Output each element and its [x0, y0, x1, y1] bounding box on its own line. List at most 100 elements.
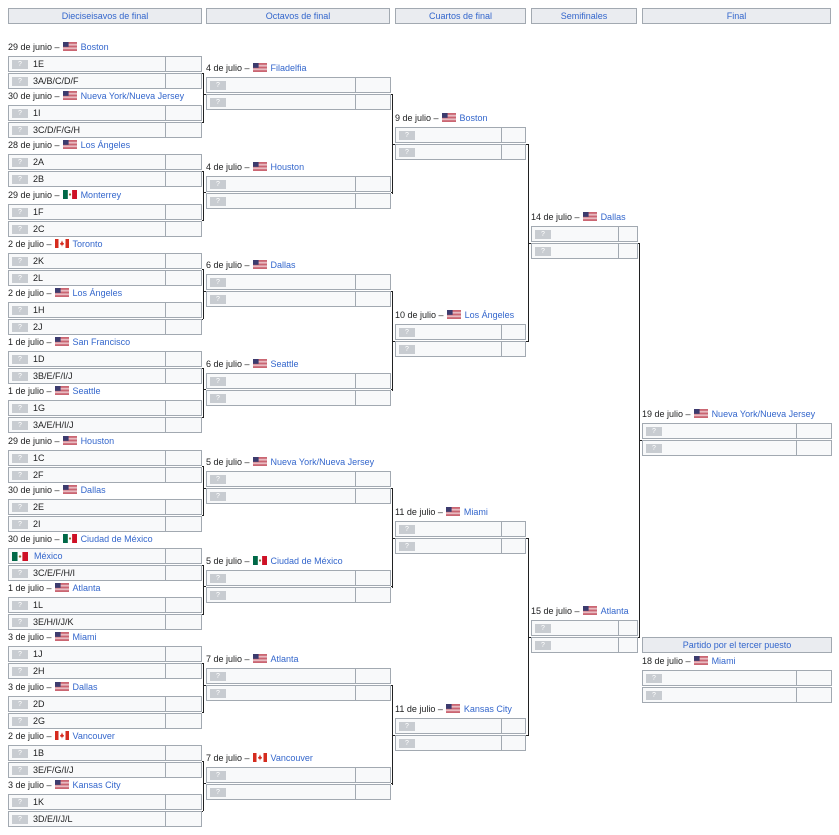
team-row[interactable]: ?3D/E/I/J/L — [8, 811, 202, 827]
team-row[interactable]: ? — [395, 324, 526, 340]
venue-link[interactable]: Ciudad de México — [80, 534, 153, 544]
venue-link[interactable]: Dallas — [600, 212, 626, 222]
venue-link[interactable]: Los Ángeles — [72, 288, 123, 298]
team-row[interactable]: ? — [642, 670, 832, 686]
team-row[interactable]: ? — [206, 192, 391, 209]
venue-link[interactable]: Nueva York/Nueva Jersey — [80, 91, 185, 102]
team-row[interactable]: ?3A/B/C/D/F — [8, 73, 202, 89]
team-link[interactable]: México — [34, 551, 63, 561]
team-row[interactable]: ?1H — [8, 302, 202, 318]
team-row[interactable]: ?3C/D/F/G/H — [8, 122, 202, 139]
venue-link[interactable]: Boston — [459, 113, 488, 123]
team-row[interactable]: ? — [206, 488, 391, 504]
team-row[interactable]: ? — [206, 175, 391, 192]
team-row[interactable]: ?1B — [8, 744, 202, 761]
team-row[interactable]: ? — [206, 685, 391, 701]
team-row[interactable]: ? — [395, 127, 526, 143]
team-row[interactable]: ?3E/H/I/J/K — [8, 614, 202, 631]
team-row[interactable]: ? — [531, 243, 638, 259]
venue-link[interactable]: Seattle — [72, 386, 101, 397]
team-row[interactable]: ? — [206, 274, 391, 290]
team-row[interactable]: ? — [206, 389, 391, 406]
team-row[interactable]: ? — [206, 291, 391, 307]
venue-link[interactable]: Boston — [80, 42, 109, 52]
team-row[interactable]: ?2C — [8, 220, 202, 237]
venue-link[interactable]: Vancouver — [270, 752, 313, 763]
team-row[interactable]: México — [8, 548, 202, 564]
venue-link[interactable]: Miami — [72, 632, 97, 643]
team-row[interactable]: ?3E/F/G/I/J — [8, 761, 202, 778]
team-row[interactable]: ?1F — [8, 203, 202, 220]
team-row[interactable]: ?1L — [8, 597, 202, 614]
team-row[interactable]: ? — [206, 569, 391, 586]
venue-link[interactable]: San Francisco — [72, 337, 131, 348]
match-date: 6 de julio — [206, 358, 243, 369]
team-row[interactable]: ?1J — [8, 646, 202, 663]
venue-link[interactable]: Kansas City — [463, 704, 512, 714]
team-row[interactable]: ? — [206, 77, 391, 93]
team-row[interactable]: ?1D — [8, 351, 202, 368]
team-row[interactable]: ? — [531, 226, 638, 242]
team-row[interactable]: ? — [206, 668, 391, 684]
team-row[interactable]: ?2A — [8, 154, 202, 171]
venue-link[interactable]: Atlanta — [270, 654, 299, 664]
venue-link[interactable]: Nueva York/Nueva Jersey — [711, 409, 816, 419]
team-row[interactable]: ?2L — [8, 269, 202, 286]
team-row[interactable]: ? — [395, 718, 526, 734]
venue-link[interactable]: Ciudad de México — [270, 555, 343, 566]
venue-link[interactable]: Miami — [463, 507, 488, 517]
team-row[interactable]: ?1E — [8, 56, 202, 72]
team-row[interactable]: ? — [206, 94, 391, 110]
team-row[interactable]: ?1I — [8, 105, 202, 122]
venue-link[interactable]: Dallas — [80, 484, 106, 495]
team-row[interactable]: ?2I — [8, 515, 202, 532]
venue-link[interactable]: Monterrey — [80, 189, 122, 200]
team-row[interactable]: ?2J — [8, 319, 202, 335]
team-row[interactable]: ? — [206, 766, 391, 783]
venue-link[interactable]: Los Ángeles — [464, 310, 515, 320]
venue-link[interactable]: Dallas — [270, 260, 296, 270]
team-row[interactable]: ? — [206, 471, 391, 487]
team-row[interactable]: ? — [395, 735, 526, 751]
team-row[interactable]: ? — [642, 423, 832, 439]
team-row[interactable]: ?2H — [8, 663, 202, 680]
venue-link[interactable]: Houston — [270, 161, 305, 172]
team-row[interactable]: ?2E — [8, 498, 202, 515]
team-row[interactable]: ? — [642, 687, 832, 703]
team-row[interactable]: ? — [531, 620, 638, 636]
venue-link[interactable]: Nueva York/Nueva Jersey — [270, 457, 375, 467]
team-row[interactable]: ?1C — [8, 449, 202, 466]
team-row[interactable]: ?2D — [8, 695, 202, 712]
team-row[interactable]: ?1G — [8, 400, 202, 417]
team-row[interactable]: ? — [206, 586, 391, 603]
team-row[interactable]: ?2B — [8, 171, 202, 188]
team-row[interactable]: ? — [206, 783, 391, 800]
venue-link[interactable]: Seattle — [270, 358, 299, 369]
team-row[interactable]: ? — [395, 341, 526, 357]
score-cell — [356, 686, 390, 700]
team-row[interactable]: ?3B/E/F/I/J — [8, 368, 202, 385]
venue-link[interactable]: Miami — [711, 656, 736, 666]
team-row[interactable]: ?1K — [8, 794, 202, 810]
venue-link[interactable]: Atlanta — [72, 583, 101, 594]
team-row[interactable]: ?2G — [8, 712, 202, 729]
team-row[interactable]: ? — [395, 538, 526, 554]
team-row[interactable]: ?2F — [8, 466, 202, 483]
team-row[interactable]: ? — [531, 637, 638, 653]
venue-link[interactable]: Los Ángeles — [80, 140, 131, 151]
team-row[interactable]: ? — [395, 144, 526, 160]
team-row[interactable]: ?3C/E/F/H/I — [8, 565, 202, 581]
team-row[interactable]: ?2K — [8, 252, 202, 269]
venue-link[interactable]: Filadelfia — [270, 63, 307, 73]
team-row[interactable]: ? — [395, 521, 526, 537]
venue-link[interactable]: Vancouver — [72, 730, 115, 741]
venue-link[interactable]: Kansas City — [72, 780, 121, 790]
venue-link[interactable]: Toronto — [72, 238, 103, 249]
team-row[interactable]: ? — [642, 440, 832, 456]
team-row[interactable]: ?3A/E/H/I/J — [8, 417, 202, 434]
venue-link[interactable]: Dallas — [72, 681, 98, 692]
venue-link[interactable]: Houston — [80, 435, 115, 446]
team-cell: ?2J — [9, 320, 166, 334]
team-row[interactable]: ? — [206, 372, 391, 389]
venue-link[interactable]: Atlanta — [600, 606, 629, 616]
